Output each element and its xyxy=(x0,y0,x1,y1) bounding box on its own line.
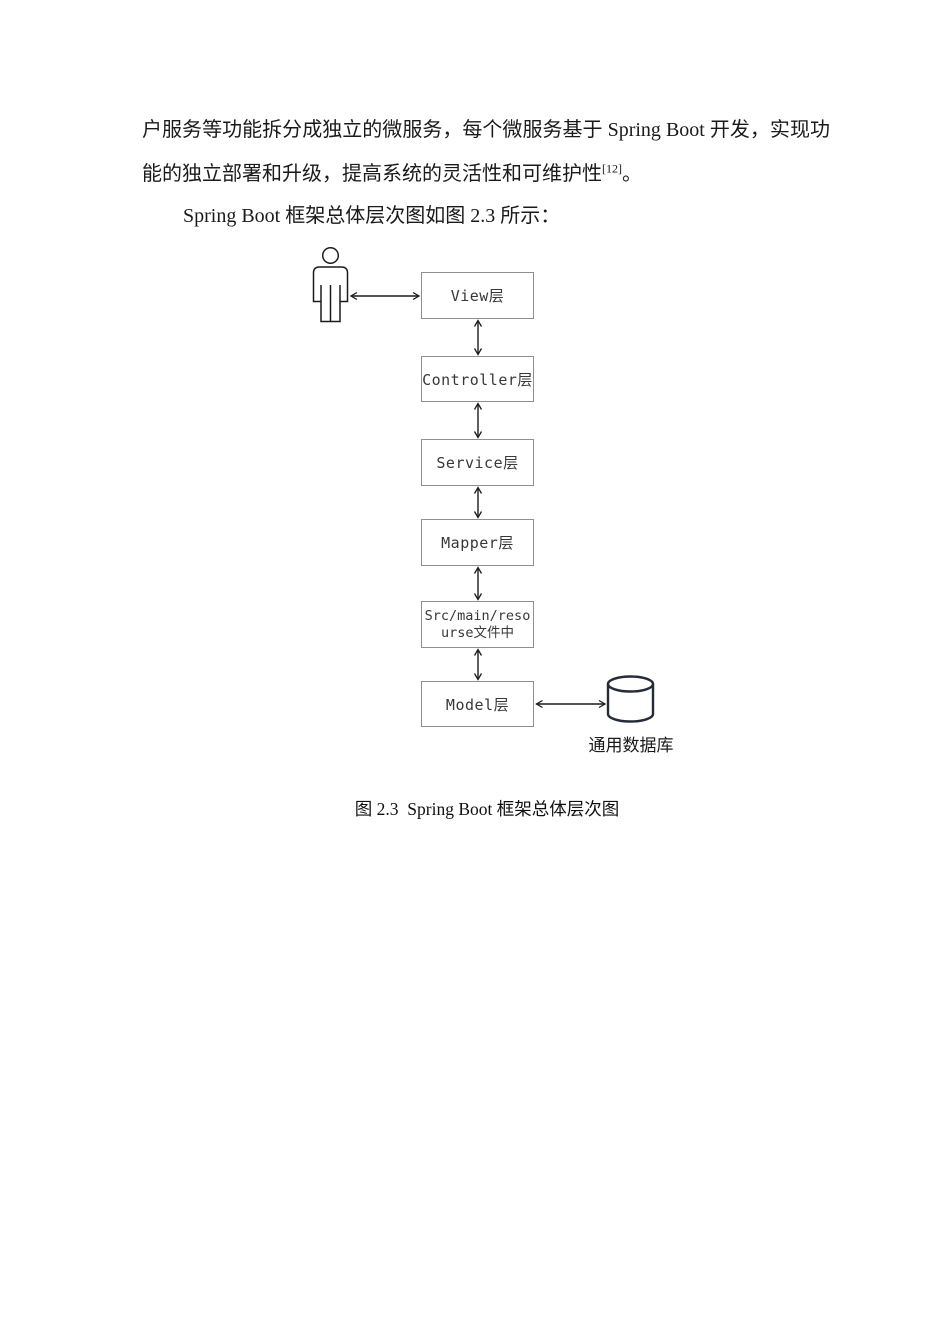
figure-diagram-canvas xyxy=(312,246,655,723)
database-label: 通用数据库 xyxy=(588,736,674,755)
body-text-line-2: 能的独立部署和升级，提高系统的灵活性和可维护性[12]。 xyxy=(142,160,642,188)
body-text-line-3: Spring Boot 框架总体层次图如图 2.3 所示： xyxy=(183,205,561,227)
body-text-line-2-main: 能的独立部署和升级，提高系统的灵活性和可维护性 xyxy=(142,163,602,185)
figure-caption: 图 2.3 Spring Boot 框架总体层次图 xyxy=(354,799,620,819)
diagram-box-model-layer: Model层 xyxy=(421,681,534,727)
diagram-box-controller-layer: Controller层 xyxy=(421,356,534,402)
database-icon xyxy=(606,675,655,723)
user-actor-icon xyxy=(312,246,349,323)
diagram-box-src-resources: Src/main/reso urse文件中 xyxy=(421,601,534,648)
diagram-box-service-layer: Service层 xyxy=(421,439,534,486)
diagram-box-src-resources-line-1: Src/main/reso xyxy=(424,607,531,624)
body-text-line-1: 户服务等功能拆分成独立的微服务，每个微服务基于 Spring Boot 开发，实… xyxy=(142,119,830,141)
citation-reference: [12] xyxy=(602,161,622,176)
body-text-line-2-end: 。 xyxy=(622,163,642,185)
diagram-box-mapper-layer: Mapper层 xyxy=(421,519,534,566)
diagram-box-src-resources-line-2: urse文件中 xyxy=(440,624,514,641)
diagram-box-view-layer: View层 xyxy=(421,272,534,319)
